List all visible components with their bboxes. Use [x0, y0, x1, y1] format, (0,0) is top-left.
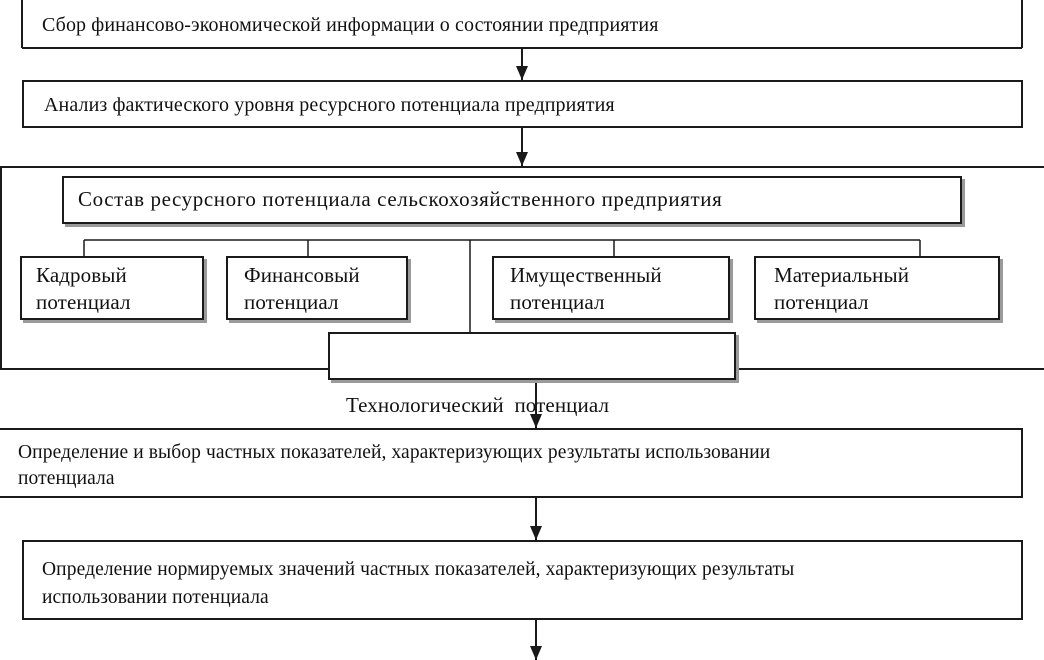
- property-line1: Имущественный: [510, 263, 662, 287]
- financial-potential-box: Финансовый потенциал: [226, 256, 408, 320]
- arrowhead-step3-step4: [530, 526, 542, 540]
- step1-box: Сбор финансово-экономической информации …: [22, 0, 1023, 49]
- step4-line2: использовании потенциала: [42, 587, 269, 608]
- step2-box: Анализ фактического уровня ресурсного по…: [22, 80, 1023, 128]
- material-line2: потенциал: [774, 290, 869, 314]
- step1-text: Сбор финансово-экономической информации …: [42, 14, 659, 36]
- technological-potential-box: Технологический потенциал: [328, 332, 736, 417]
- arrowhead-step2-composition: [516, 152, 528, 166]
- personnel-line1: Кадровый: [36, 263, 127, 287]
- property-potential-box: Имущественный потенциал: [492, 256, 730, 320]
- arrowhead-composition-step3: [530, 414, 542, 428]
- step4-box: Определение нормируемых значений частных…: [22, 540, 1023, 620]
- composition-title: Состав ресурсного потенциала сельскохозя…: [78, 187, 723, 211]
- financial-line1: Финансовый: [244, 263, 360, 287]
- composition-title-box: Состав ресурсного потенциала сельскохозя…: [62, 176, 962, 224]
- material-line1: Материальный: [774, 263, 910, 287]
- personnel-line2: потенциал: [36, 290, 131, 314]
- property-line2: потенциал: [510, 290, 605, 314]
- step2-text: Анализ фактического уровня ресурсного по…: [44, 94, 615, 116]
- material-potential-box: Материальный потенциал: [754, 256, 1000, 320]
- arrowhead-step1-step2: [516, 66, 528, 80]
- arrowhead-step4-next: [530, 646, 542, 660]
- personnel-potential-box: Кадровый потенциал: [20, 256, 204, 320]
- step3-line2: потенциала: [18, 468, 115, 489]
- financial-line2: потенциал: [244, 290, 339, 314]
- step3-box: Определение и выбор частных показателей,…: [0, 428, 1023, 498]
- technological-text: Технологический потенциал: [346, 393, 610, 417]
- step4-line1: Определение нормируемых значений частных…: [42, 559, 795, 580]
- step3-line1: Определение и выбор частных показателей,…: [18, 442, 771, 463]
